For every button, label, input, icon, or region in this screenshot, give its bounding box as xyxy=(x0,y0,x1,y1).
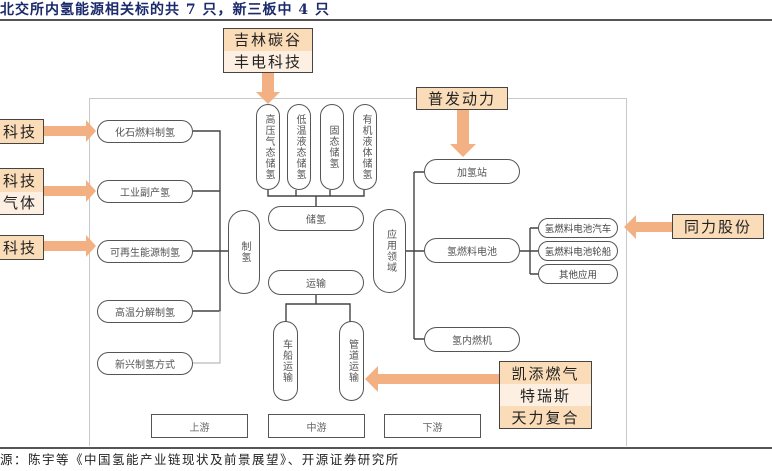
application-ice: 氢内燃机 xyxy=(424,327,520,352)
company-box-fuelcell-vehicle: 同力股份 xyxy=(672,214,764,239)
application-hub: 应用领域 xyxy=(373,209,406,293)
connector-app-tree xyxy=(406,171,424,340)
storage-method-high-pressure: 高压气态储氢 xyxy=(256,104,280,190)
storage-method-organic-liquid: 有机液体储氢 xyxy=(353,104,377,190)
transport-method-pipeline: 管道运输 xyxy=(339,321,364,401)
production-method-emerging: 新兴制氢方式 xyxy=(97,352,193,375)
company-name: 气体 xyxy=(0,191,43,214)
company-name: 科技 xyxy=(0,236,43,259)
bottom-divider xyxy=(0,447,772,449)
arrow-to-renewable xyxy=(44,235,96,257)
company-name: 丰电科技 xyxy=(224,50,312,72)
fuel-cell-use-ship: 氢燃料电池轮船 xyxy=(538,241,618,261)
arrow-to-pipeline xyxy=(365,366,502,392)
fuel-cell-use-other: 其他应用 xyxy=(538,264,618,284)
arrow-to-high-pressure xyxy=(256,72,280,104)
company-box-fossil: 科技 xyxy=(0,119,44,144)
connector-storage-tree xyxy=(267,190,365,210)
transport-method-vehicle-ship: 车船运输 xyxy=(273,321,298,401)
diagram-frame xyxy=(89,98,627,446)
company-name: 特瑞斯 xyxy=(500,384,591,406)
company-name: 科技 xyxy=(0,169,43,192)
company-box-pipeline: 凯添燃气 特瑞斯 天力复合 xyxy=(499,361,592,429)
production-method-fossil: 化石燃料制氢 xyxy=(97,120,193,143)
production-method-renewable: 可再生能源制氢 xyxy=(97,240,193,263)
arrow-group xyxy=(44,72,672,392)
company-name: 天力复合 xyxy=(500,406,591,428)
storage-hub: 储氢 xyxy=(268,206,364,231)
page-title: 北交所内氢能源相关标的共 7 只，新三板中 4 只 xyxy=(0,2,330,18)
top-divider xyxy=(0,19,772,21)
stage-upstream: 上游 xyxy=(151,414,248,438)
arrow-to-industrial xyxy=(44,180,96,202)
production-method-industrial: 工业副产氢 xyxy=(97,180,193,203)
storage-method-solid: 固态储氢 xyxy=(320,104,344,190)
stage-downstream: 下游 xyxy=(384,414,481,438)
arrow-to-fuelcell-vehicle xyxy=(624,215,672,239)
company-name: 吉林碳谷 xyxy=(224,29,312,51)
company-name: 凯添燃气 xyxy=(500,362,591,384)
arrow-to-fossil xyxy=(44,120,96,142)
application-fuel-cell: 氢燃料电池 xyxy=(424,238,520,263)
company-box-high-pressure: 吉林碳谷 丰电科技 xyxy=(223,28,313,73)
connector-transport-tree xyxy=(285,294,351,322)
company-box-renewable: 科技 xyxy=(0,235,44,260)
production-method-pyrolysis: 高温分解制氢 xyxy=(97,300,193,323)
storage-method-cryogenic: 低温液态储氢 xyxy=(287,104,311,190)
company-name: 同力股份 xyxy=(673,215,763,238)
company-box-hydrogen-station: 普发动力 xyxy=(416,87,508,110)
transport-hub: 运输 xyxy=(268,270,364,295)
company-name: 普发动力 xyxy=(417,88,507,109)
application-hydrogen-station: 加氢站 xyxy=(424,159,520,184)
stage-midstream: 中游 xyxy=(268,414,365,438)
connector-fuelcell-tree xyxy=(520,227,538,275)
connector-fossil xyxy=(193,130,221,312)
connector-emerging xyxy=(193,311,221,364)
company-box-industrial: 科技 气体 xyxy=(0,168,44,215)
company-name: 科技 xyxy=(0,120,43,143)
arrow-to-hydrogen-station xyxy=(450,108,476,157)
fuel-cell-use-vehicle: 氢燃料电池汽车 xyxy=(538,218,618,238)
source-note: 源：陈宇等《中国氢能产业链现状及前景展望》、开源证券研究所 xyxy=(0,452,400,467)
production-hub: 制氢 xyxy=(228,210,260,294)
